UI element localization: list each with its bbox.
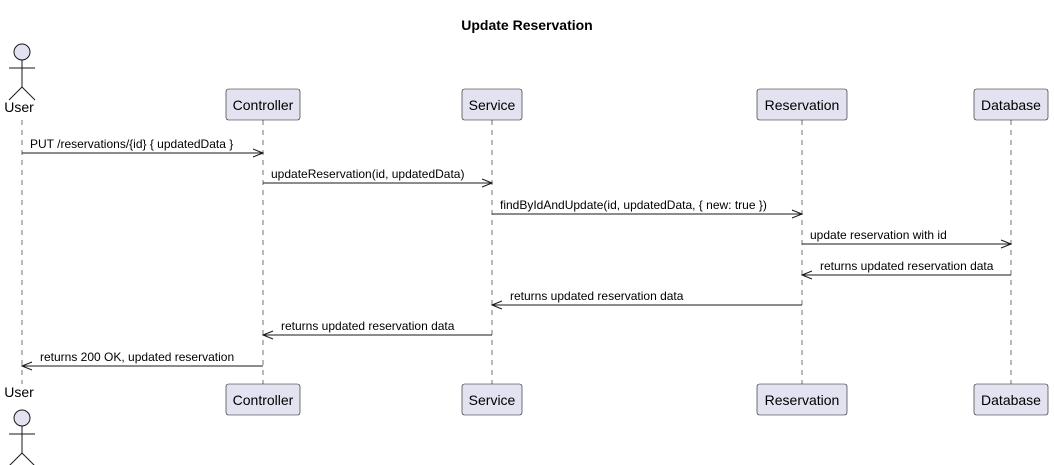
participant-reservation-top: Reservation xyxy=(756,88,848,121)
participant-database-bottom: Database xyxy=(973,383,1049,416)
arrowhead-icon xyxy=(490,300,503,310)
arrowhead-icon xyxy=(791,209,804,219)
message-label: update reservation with id xyxy=(810,228,947,242)
participant-reservation-bottom: Reservation xyxy=(756,383,848,416)
actor-user-bottom: User xyxy=(4,384,35,465)
participant-box xyxy=(756,88,848,121)
participant-box xyxy=(973,383,1049,416)
participant-box xyxy=(461,383,523,416)
actor-label: User xyxy=(4,99,34,115)
actor-label: User xyxy=(4,384,34,400)
participant-service-bottom: Service xyxy=(461,383,523,416)
participant-controller-bottom: Controller xyxy=(225,383,301,416)
actor-figure-icon xyxy=(9,409,35,465)
message-2: updateReservation(id, updatedData) xyxy=(263,167,494,188)
message-6: returns updated reservation data xyxy=(490,289,802,310)
participant-label: Service xyxy=(469,392,516,408)
participant-box xyxy=(756,383,848,416)
diagram-title: Update Reservation xyxy=(461,17,592,33)
participant-database-top: Database xyxy=(973,88,1049,121)
actor-user-top: User xyxy=(4,43,36,115)
message-4: update reservation with id xyxy=(802,228,1013,249)
arrowhead-icon xyxy=(252,148,265,158)
message-label: returns 200 OK, updated reservation xyxy=(40,350,234,364)
arrowhead-icon xyxy=(20,361,33,371)
participant-controller-top: Controller xyxy=(225,88,301,121)
message-label: updateReservation(id, updatedData) xyxy=(271,167,464,181)
arrowhead-icon xyxy=(261,330,274,340)
participant-label: Database xyxy=(981,392,1041,408)
message-1: PUT /reservations/{id} { updatedData } xyxy=(22,137,265,158)
participant-label: Controller xyxy=(233,392,294,408)
participant-label: Service xyxy=(469,97,516,113)
messages: PUT /reservations/{id} { updatedData } up… xyxy=(20,137,1013,371)
arrowhead-icon xyxy=(1000,239,1013,249)
participants: UserUserControllerControllerServiceServi… xyxy=(4,43,1049,465)
arrowhead-icon xyxy=(481,178,494,188)
message-label: findByIdAndUpdate(id, updatedData, { new… xyxy=(500,198,767,212)
arrowhead-icon xyxy=(800,270,813,280)
participant-box xyxy=(225,88,301,121)
participant-label: Reservation xyxy=(765,392,840,408)
participant-label: Database xyxy=(981,97,1041,113)
participant-box xyxy=(225,383,301,416)
message-label: returns updated reservation data xyxy=(510,289,684,303)
message-8: returns 200 OK, updated reservation xyxy=(20,350,263,371)
actor-figure-icon xyxy=(8,43,36,101)
participant-label: Controller xyxy=(233,97,294,113)
message-label: returns updated reservation data xyxy=(820,259,994,273)
message-5: returns updated reservation data xyxy=(800,259,1011,280)
participant-label: Reservation xyxy=(765,97,840,113)
message-7: returns updated reservation data xyxy=(261,319,492,340)
participant-box xyxy=(461,88,523,121)
participant-box xyxy=(973,88,1049,121)
message-label: returns updated reservation data xyxy=(281,319,455,333)
message-3: findByIdAndUpdate(id, updatedData, { new… xyxy=(492,198,804,219)
lifelines xyxy=(21,120,1012,384)
message-label: PUT /reservations/{id} { updatedData } xyxy=(30,137,233,151)
participant-service-top: Service xyxy=(461,88,523,121)
